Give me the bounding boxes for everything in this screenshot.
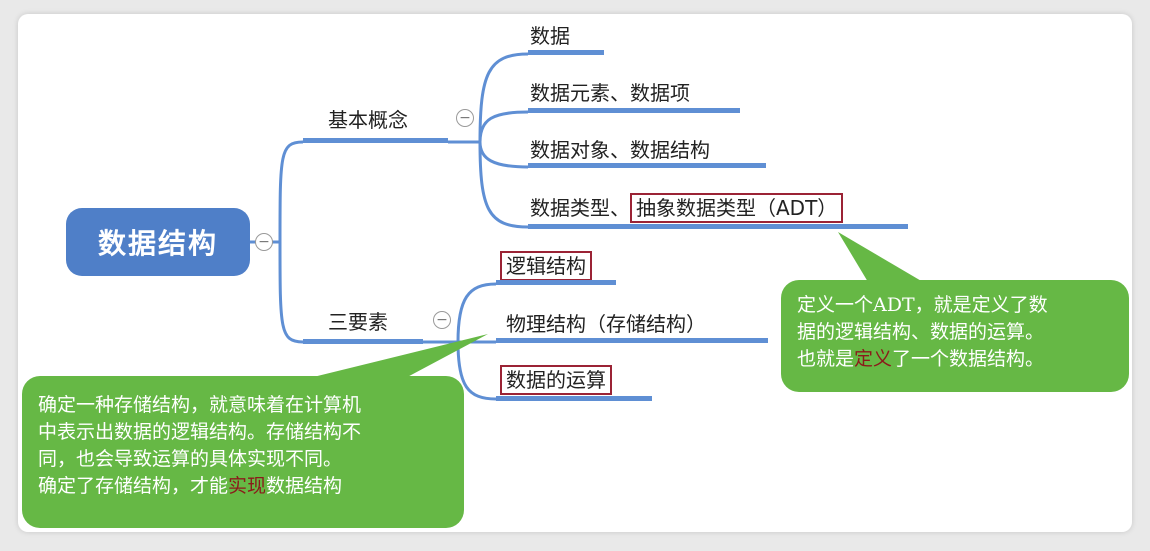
storage-callout-line1: 确定一种存储结构，就意味着在计算机: [38, 394, 362, 416]
storage-callout-line4-a: 确定了存储结构，才能: [38, 475, 229, 497]
root-collapse-icon[interactable]: −: [255, 233, 273, 251]
connector-three-3: [456, 341, 497, 401]
mindmap-canvas: 数据结构 − 基本概念 − 数据 数据元素、数据项 数据对象、数据结构 数据类型…: [18, 14, 1132, 532]
storage-callout-line2: 中表示出数据的逻辑结构。存储结构不: [38, 421, 362, 443]
adt-callout-line2: 据的逻辑结构、数据的运算。: [797, 321, 1045, 343]
adt-callout-line3: 也就是定义了一个数据结构。: [797, 346, 1115, 373]
node-operations-boxed: 数据的运算: [500, 365, 612, 395]
node-data-type[interactable]: 数据类型、抽象数据类型（ADT）: [530, 192, 844, 223]
node-logical-underline: [496, 280, 616, 285]
root-node[interactable]: 数据结构: [66, 208, 250, 276]
branch-three-collapse-icon[interactable]: −: [433, 311, 451, 329]
node-element-item-underline: [528, 108, 740, 113]
storage-callout-line4: 确定了存储结构，才能实现数据结构: [38, 473, 450, 500]
branch-three-underline: [303, 339, 423, 344]
connector-three-1: [456, 282, 497, 343]
adt-callout-line1: 定义一个ADT，就是定义了数: [797, 294, 1048, 316]
node-data[interactable]: 数据: [530, 24, 570, 48]
node-logical-structure[interactable]: 逻辑结构: [500, 250, 592, 281]
connector-child-2: [478, 110, 529, 143]
adt-callout-emphasis: 定义: [854, 348, 893, 370]
branch-basic-underline: [303, 138, 448, 143]
adt-callout: 定义一个ADT，就是定义了数 据的逻辑结构、数据的运算。 也就是定义了一个数据结…: [781, 280, 1129, 392]
branch-basic[interactable]: 基本概念: [328, 108, 408, 132]
node-element-item[interactable]: 数据元素、数据项: [530, 81, 690, 105]
node-operations-underline: [496, 396, 652, 401]
node-data-underline: [528, 50, 604, 55]
node-adt-boxed: 抽象数据类型（ADT）: [630, 193, 844, 223]
storage-callout-line4-b: 数据结构: [266, 475, 343, 497]
adt-callout-line3-b: 了一个数据结构。: [892, 348, 1045, 370]
node-physical-underline: [496, 338, 768, 343]
connector-basic: [278, 140, 304, 243]
node-object-structure-underline: [528, 163, 766, 168]
storage-callout: 确定一种存储结构，就意味着在计算机 中表示出数据的逻辑结构。存储结构不 同，也会…: [22, 376, 464, 528]
node-data-type-prefix: 数据类型、: [530, 196, 630, 220]
connector-lines: [250, 52, 923, 401]
storage-callout-line3: 同，也会导致运算的具体实现不同。: [38, 448, 343, 470]
node-physical-structure[interactable]: 物理结构（存储结构）: [506, 312, 706, 336]
storage-callout-emphasis: 实现: [228, 475, 267, 497]
branch-basic-collapse-icon[interactable]: −: [456, 109, 474, 127]
adt-callout-line3-a: 也就是: [797, 348, 855, 370]
connector-child-3: [478, 141, 529, 169]
adt-callout-tail: [838, 232, 923, 282]
node-object-structure[interactable]: 数据对象、数据结构: [530, 138, 710, 162]
connector-child-4: [478, 141, 529, 229]
connector-three: [278, 241, 304, 344]
node-operations[interactable]: 数据的运算: [500, 364, 612, 395]
root-label: 数据结构: [97, 227, 218, 260]
branch-three[interactable]: 三要素: [328, 310, 388, 334]
storage-callout-tail: [293, 334, 488, 382]
connector-child-1: [478, 52, 529, 143]
node-logical-boxed: 逻辑结构: [500, 251, 592, 281]
node-data-type-underline: [528, 224, 908, 229]
